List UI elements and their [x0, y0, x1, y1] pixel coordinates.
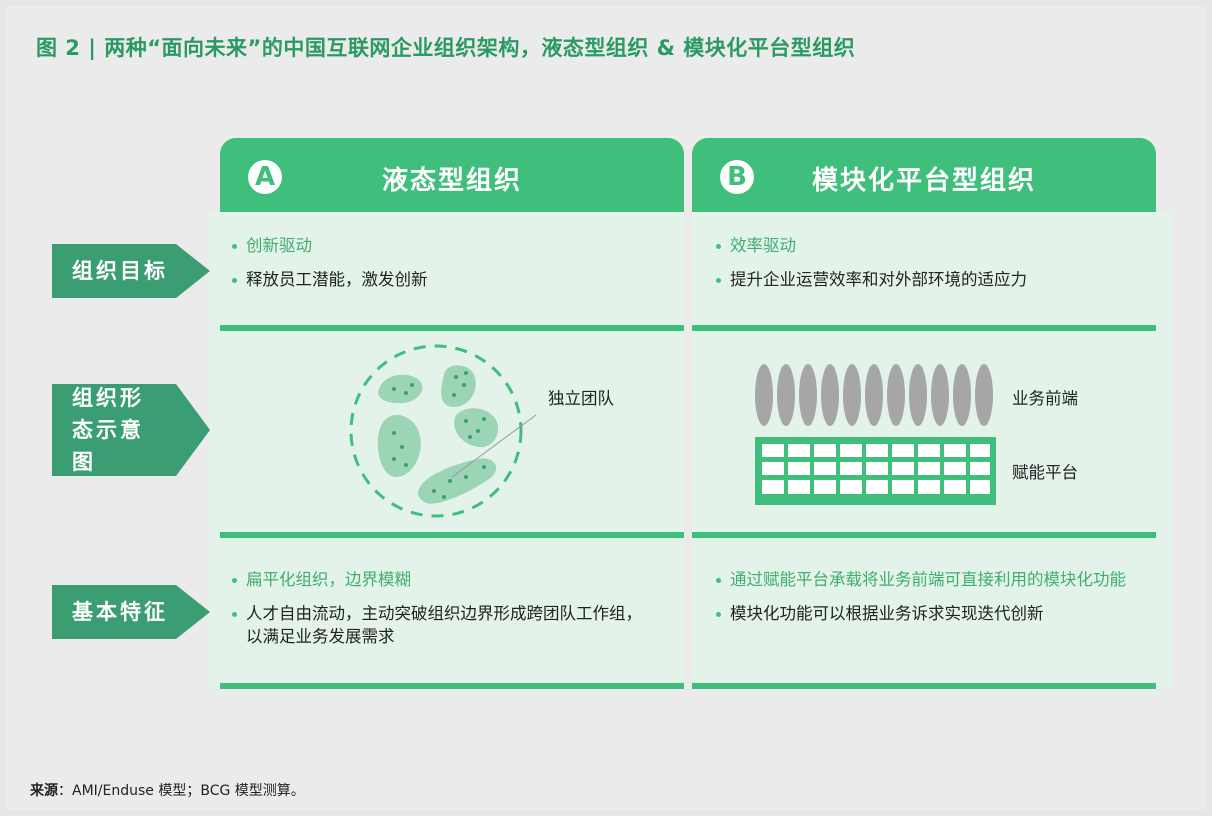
row-label-form: 组织形态示意图: [52, 384, 210, 476]
figure-title: 图 2 | 两种“面向未来”的中国互联网企业组织架构，液态型组织 & 模块化平台…: [36, 36, 856, 60]
dashed-boundary: [349, 344, 523, 518]
feature-b-detail: 模块化功能可以根据业务诉求实现迭代创新: [716, 602, 1132, 625]
cell-diagram-a: 独立团队: [208, 331, 684, 538]
goal-b-highlight: 效率驱动: [716, 234, 1152, 257]
independent-team-label: 独立团队: [548, 389, 614, 408]
cell-goal-a: 创新驱动 释放员工潜能，激发创新: [208, 212, 684, 331]
cell-feature-a: 扁平化组织，边界模糊 人才自由流动，主动突破组织边界形成跨团队工作组，以满足业务…: [208, 538, 684, 689]
liquid-org-diagram: [349, 344, 537, 518]
business-front-label: 业务前端: [1012, 389, 1078, 408]
goal-a-highlight: 创新驱动: [232, 234, 664, 257]
divider-bar: [692, 683, 1156, 689]
feature-b-highlight: 通过赋能平台承载将业务前端可直接利用的模块化功能: [716, 568, 1132, 591]
cell-feature-b: 通过赋能平台承载将业务前端可直接利用的模块化功能 模块化功能可以根据业务诉求实现…: [692, 538, 1172, 689]
source-text: ：AMI/Enduse 模型；BCG 模型测算。: [58, 783, 305, 799]
row-label-goal: 组织目标: [52, 244, 210, 298]
platform-org-diagram: [755, 364, 996, 505]
callout-line: [451, 414, 537, 478]
source-note: 来源：AMI/Enduse 模型；BCG 模型测算。: [30, 780, 305, 800]
goal-a-detail: 释放员工潜能，激发创新: [232, 268, 664, 291]
column-title-a: 液态型组织: [381, 166, 522, 196]
divider-bar: [692, 532, 1156, 538]
feature-a-detail: 人才自由流动，主动突破组织边界形成跨团队工作组，以满足业务发展需求: [232, 602, 650, 648]
team-blob: [454, 408, 499, 448]
divider-bar: [220, 325, 684, 331]
divider-bar: [220, 532, 684, 538]
column-header-a: A 液态型组织: [220, 138, 684, 212]
badge-a: A: [248, 160, 282, 194]
badge-b: B: [720, 160, 754, 194]
divider-bar: [220, 683, 684, 689]
enablement-platform-label: 赋能平台: [1012, 463, 1078, 482]
team-blob: [377, 414, 421, 477]
column-title-b: 模块化平台型组织: [811, 166, 1036, 196]
divider-bar: [692, 325, 1156, 331]
business-front-units: [755, 364, 993, 426]
source-prefix: 来源: [30, 783, 58, 799]
team-blob: [378, 374, 423, 404]
team-blob: [441, 365, 476, 407]
feature-a-highlight: 扁平化组织，边界模糊: [232, 568, 650, 591]
team-blob: [418, 458, 497, 504]
goal-b-detail: 提升企业运营效率和对外部环境的适应力: [716, 268, 1152, 291]
cell-diagram-b: 业务前端 赋能平台: [692, 331, 1172, 538]
row-label-feature: 基本特征: [52, 585, 210, 639]
cell-goal-b: 效率驱动 提升企业运营效率和对外部环境的适应力: [692, 212, 1172, 331]
column-header-b: B 模块化平台型组织: [692, 138, 1156, 212]
